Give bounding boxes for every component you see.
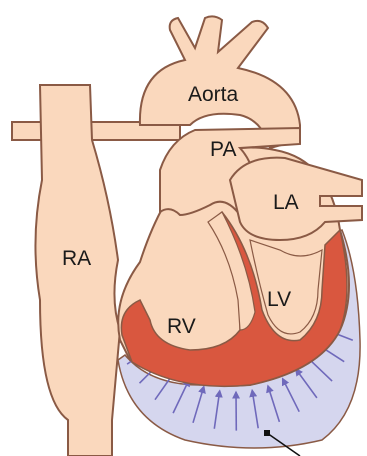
label-ra: RA <box>62 247 91 270</box>
label-aorta: Aorta <box>188 83 239 106</box>
label-lv: LV <box>267 288 291 311</box>
label-la: LA <box>273 191 299 214</box>
label-pa: PA <box>210 138 236 161</box>
label-rv: RV <box>167 315 196 338</box>
pointer-dot <box>264 430 270 436</box>
